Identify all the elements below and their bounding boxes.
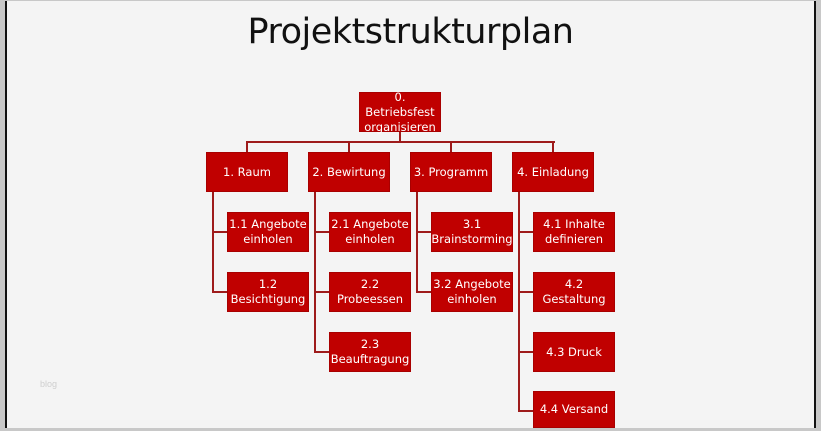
wbs-node-2-3[interactable]: 2.3 Beauftragung bbox=[329, 332, 411, 372]
wbs-node-3-1[interactable]: 3.1 Brainstorming bbox=[431, 212, 513, 252]
connector bbox=[314, 291, 329, 293]
connector bbox=[552, 141, 554, 152]
connector bbox=[314, 351, 329, 353]
wbs-node-3[interactable]: 3. Programm bbox=[410, 152, 492, 192]
connector bbox=[212, 291, 227, 293]
connector bbox=[518, 291, 533, 293]
page-title: Projektstrukturplan bbox=[247, 12, 574, 52]
connector bbox=[518, 410, 533, 412]
wbs-node-1-2[interactable]: 1.2 Besichtigung bbox=[227, 272, 309, 312]
wbs-node-4[interactable]: 4. Einladung bbox=[512, 152, 594, 192]
wbs-node-root[interactable]: 0. Betriebsfest organisieren bbox=[359, 90, 441, 134]
connector bbox=[416, 192, 418, 293]
wbs-node-1[interactable]: 1. Raum bbox=[206, 152, 288, 192]
connector bbox=[399, 131, 401, 142]
connector bbox=[450, 141, 452, 152]
connector bbox=[518, 351, 533, 353]
connector bbox=[518, 192, 520, 412]
connector bbox=[518, 231, 533, 233]
connector bbox=[348, 141, 350, 152]
connector bbox=[416, 291, 431, 293]
wbs-node-2[interactable]: 2. Bewirtung bbox=[308, 152, 390, 192]
wbs-node-4-1[interactable]: 4.1 Inhalte definieren bbox=[533, 212, 615, 252]
wbs-node-4-3[interactable]: 4.3 Druck bbox=[533, 332, 615, 372]
wbs-node-4-2[interactable]: 4.2 Gestaltung bbox=[533, 272, 615, 312]
connector bbox=[246, 141, 555, 143]
wbs-node-2-2[interactable]: 2.2 Probeessen bbox=[329, 272, 411, 312]
connector bbox=[314, 192, 316, 353]
wbs-node-2-1[interactable]: 2.1 Angebote einholen bbox=[329, 212, 411, 252]
connector bbox=[212, 231, 227, 233]
connector bbox=[212, 192, 214, 293]
connector bbox=[246, 141, 248, 152]
wbs-node-1-1[interactable]: 1.1 Angebote einholen bbox=[227, 212, 309, 252]
wbs-node-3-2[interactable]: 3.2 Angebote einholen bbox=[431, 272, 513, 312]
connector bbox=[314, 231, 329, 233]
watermark: blog bbox=[40, 379, 58, 389]
wbs-node-4-4[interactable]: 4.4 Versand bbox=[533, 391, 615, 428]
connector bbox=[416, 231, 431, 233]
